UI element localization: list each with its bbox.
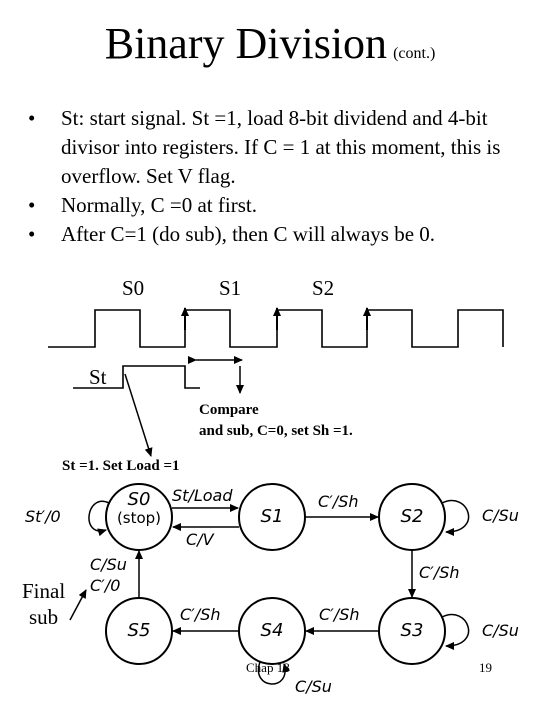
- state-s4-label: S4: [260, 620, 284, 641]
- label-s2-s3: C′/Sh: [419, 563, 460, 582]
- footer-page-number: 19: [479, 660, 492, 675]
- final-sub-arrow: [69, 589, 87, 621]
- label-s5-s0-a: C/Su: [90, 555, 127, 574]
- state-s3-label: S3: [400, 620, 424, 641]
- bullet-list: • St: start signal. St =1, load 8-bit div…: [24, 104, 529, 249]
- state-s0-name: S0: [127, 489, 151, 510]
- final-sub-line-1: Final: [22, 579, 66, 603]
- title-text: Binary Division: [104, 19, 388, 68]
- state-s0-sub: (stop): [116, 509, 162, 527]
- label-s0-s1: St/Load: [172, 486, 233, 505]
- self-loop-s4: [257, 661, 291, 685]
- bullet-text: St: start signal. St =1, load 8-bit divi…: [61, 106, 501, 188]
- st-load-note: St =1. Set Load =1: [62, 458, 180, 474]
- compare-note: Compare and sub, C=0, set Sh =1.: [199, 400, 353, 442]
- label-s2-self: C/Su: [482, 506, 519, 525]
- bullet-item: • Normally, C =0 at first.: [24, 191, 529, 220]
- compare-note-line-2: and sub, C=0, set Sh =1.: [199, 423, 353, 439]
- st-note-arrow: [124, 373, 153, 457]
- label-s1-s2: C′/Sh: [318, 492, 359, 511]
- bullet-text: After C=1 (do sub), then C will always b…: [61, 222, 436, 246]
- self-loop-s2: [441, 499, 470, 536]
- footer-chapter: Chap 18: [246, 660, 290, 675]
- st-waveform: [73, 365, 200, 389]
- label-s4-self: C/Su: [295, 677, 332, 696]
- state-s1-label: S1: [260, 506, 284, 527]
- timing-label-s2: S2: [312, 276, 335, 300]
- compare-note-line-1: Compare: [199, 402, 259, 418]
- timing-label-s0: S0: [122, 276, 145, 300]
- bullet-item: • St: start signal. St =1, load 8-bit div…: [24, 104, 529, 191]
- self-loop-s3: [441, 613, 470, 650]
- st-signal-label: St: [89, 365, 107, 389]
- state-s2-label: S2: [400, 506, 424, 527]
- bullet-text: Normally, C =0 at first.: [61, 193, 257, 217]
- label-s5-s0-b: C′/0: [90, 576, 121, 595]
- slide-title: Binary Division (cont.): [0, 18, 540, 69]
- bullet-dot: •: [28, 193, 36, 217]
- label-s4-s5: C′/Sh: [180, 605, 221, 624]
- label-s3-s4: C′/Sh: [319, 605, 360, 624]
- bullet-item: • After C=1 (do sub), then C will always …: [24, 220, 529, 249]
- clock-waveform: [48, 309, 504, 348]
- timing-label-s1: S1: [219, 276, 242, 300]
- final-sub-note: Final sub: [22, 578, 65, 630]
- self-loop-s0: [88, 500, 110, 537]
- bullet-dot: •: [28, 222, 36, 246]
- state-s0-label: S0 (stop): [109, 490, 169, 528]
- label-s3-self: C/Su: [482, 621, 519, 640]
- bullet-dot: •: [28, 106, 36, 130]
- label-s1-s0: C/V: [186, 530, 214, 549]
- label-s0-self: St′/0: [25, 507, 61, 526]
- title-suffix: (cont.): [393, 45, 436, 62]
- final-sub-line-2: sub: [28, 605, 59, 629]
- state-s5-label: S5: [127, 620, 151, 641]
